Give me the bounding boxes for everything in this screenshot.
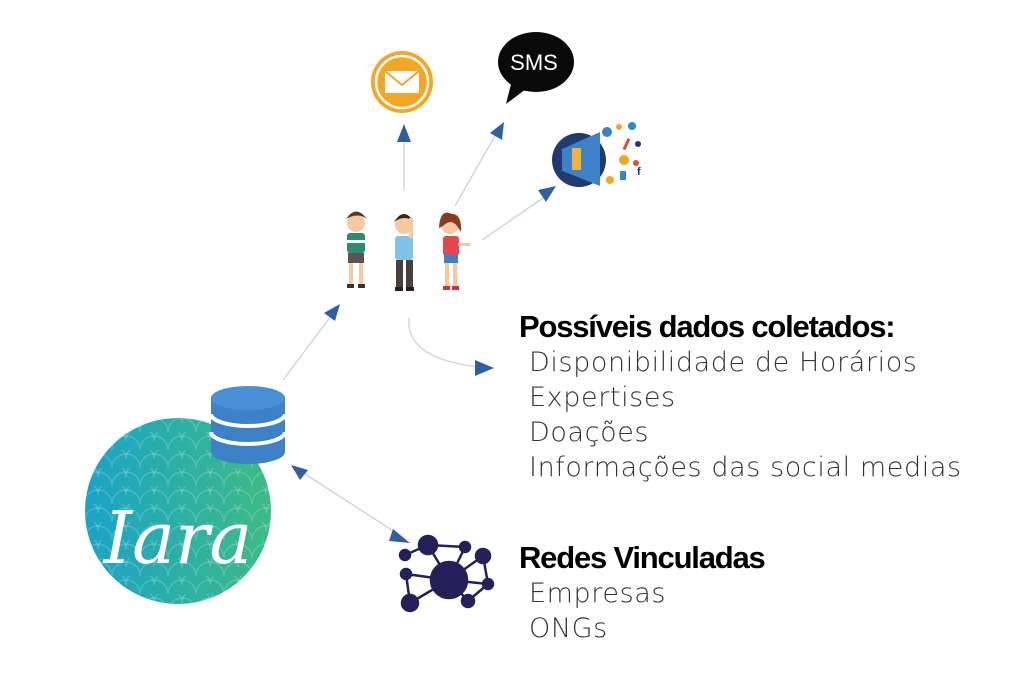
arrowhead-social bbox=[538, 186, 556, 202]
collected-data-title: Possíveis dados coletados: bbox=[519, 309, 896, 344]
connector-database-network bbox=[304, 473, 399, 535]
iara-logo-text: Iara bbox=[102, 496, 253, 580]
connector-people-social bbox=[481, 195, 547, 241]
arrowhead-people bbox=[324, 304, 340, 321]
speech-bubble-icon: SMS bbox=[498, 32, 574, 104]
arrowheads bbox=[291, 122, 556, 543]
connector-people-sms bbox=[454, 133, 497, 207]
arrowhead-sms bbox=[490, 122, 504, 140]
person-1 bbox=[346, 211, 367, 288]
collected-data-block: Possíveis dados coletados: Disponibilida… bbox=[519, 309, 962, 485]
arrowhead-email bbox=[397, 124, 411, 142]
iara-logo: Iara bbox=[85, 418, 271, 604]
linked-networks-block: Redes Vinculadas Empresas ONGs bbox=[519, 540, 766, 646]
database-icon bbox=[209, 386, 287, 464]
envelope-icon bbox=[371, 51, 433, 113]
connector-people-data bbox=[408, 317, 479, 368]
volunteers-group-icon bbox=[346, 211, 470, 291]
megaphone-social-icon: f bbox=[552, 122, 641, 187]
person-2 bbox=[394, 214, 414, 291]
person-3 bbox=[439, 212, 470, 290]
arrowhead-database bbox=[291, 465, 308, 480]
linked-networks-title: Redes Vinculadas bbox=[519, 540, 766, 575]
svg-text:f: f bbox=[637, 166, 641, 178]
collected-data-item: Expertises bbox=[529, 382, 676, 413]
collected-data-item: Disponibilidade de Horários bbox=[529, 347, 918, 378]
network-graph-icon bbox=[398, 534, 495, 613]
connector-database-people bbox=[282, 315, 332, 381]
linked-network-item: ONGs bbox=[529, 613, 608, 644]
collected-data-item: Doações bbox=[529, 417, 650, 448]
linked-network-item: Empresas bbox=[529, 578, 667, 609]
sms-label: SMS bbox=[510, 50, 558, 75]
arrowhead-network bbox=[389, 529, 410, 543]
collected-data-item: Informações das social medias bbox=[529, 452, 962, 483]
arrowhead-data bbox=[475, 360, 494, 376]
connector-lines bbox=[282, 133, 547, 535]
